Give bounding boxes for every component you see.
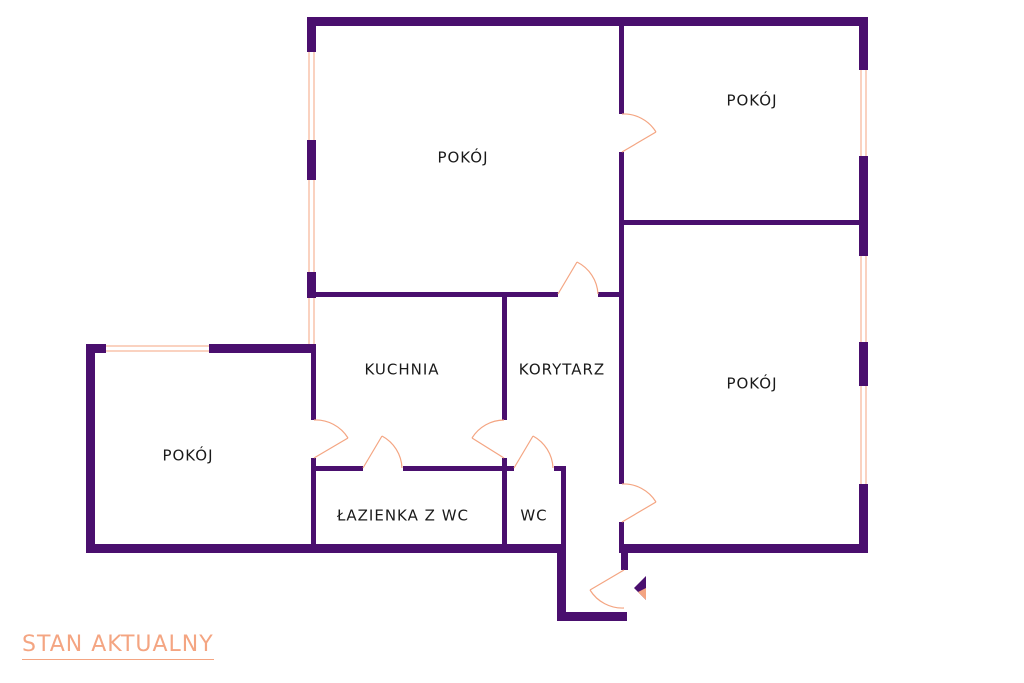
plan-caption: STAN AKTUALNY bbox=[22, 632, 214, 660]
wall-right-divider bbox=[619, 220, 868, 225]
wall-bath-top bbox=[311, 466, 566, 471]
room-labels: POKÓJ POKÓJ POKÓJ POKÓJ KUCHNIA KORYTARZ… bbox=[162, 91, 777, 525]
wall-entry-bottom bbox=[557, 612, 627, 621]
label-room-left: POKÓJ bbox=[162, 446, 213, 465]
wall-wc-right bbox=[561, 466, 566, 553]
door-left-room bbox=[311, 419, 349, 459]
window-kitchen-left bbox=[307, 298, 316, 344]
wall-center-vertical bbox=[619, 17, 624, 553]
wall-left bbox=[86, 344, 95, 553]
doors bbox=[311, 113, 657, 609]
wall-entry-left bbox=[557, 544, 566, 621]
door-wc bbox=[513, 435, 554, 471]
wall-bottom-left bbox=[86, 544, 566, 553]
label-room-top-right: POKÓJ bbox=[726, 91, 777, 110]
label-corridor: KORYTARZ bbox=[519, 361, 605, 379]
entrance-arrow-accent-icon bbox=[638, 588, 646, 600]
wall-entry-right bbox=[621, 544, 628, 570]
door-entrance bbox=[589, 569, 628, 609]
entrance-marker bbox=[634, 576, 646, 600]
internal-walls bbox=[307, 17, 868, 553]
door-right-room bbox=[619, 483, 657, 523]
label-room-top-center: POKÓJ bbox=[437, 148, 488, 167]
window-top-left-2 bbox=[307, 180, 316, 272]
door-kitchen bbox=[471, 419, 507, 459]
wall-bottom-right bbox=[621, 544, 868, 553]
label-kitchen: KUCHNIA bbox=[364, 361, 439, 379]
windows bbox=[106, 52, 868, 484]
window-right-1 bbox=[859, 70, 868, 156]
window-top-left-1 bbox=[307, 52, 316, 140]
label-room-right: POKÓJ bbox=[726, 374, 777, 393]
window-right-3 bbox=[859, 386, 868, 484]
door-corridor-top bbox=[557, 261, 599, 297]
wall-top bbox=[307, 17, 867, 26]
window-right-2 bbox=[859, 256, 868, 342]
door-top-rooms bbox=[619, 113, 657, 153]
label-bathroom: ŁAZIENKA Z WC bbox=[336, 507, 469, 525]
door-bathroom bbox=[362, 435, 403, 471]
window-left-room-top bbox=[106, 344, 209, 353]
wall-mid-horizontal bbox=[307, 292, 624, 297]
label-wc: WC bbox=[520, 507, 547, 525]
